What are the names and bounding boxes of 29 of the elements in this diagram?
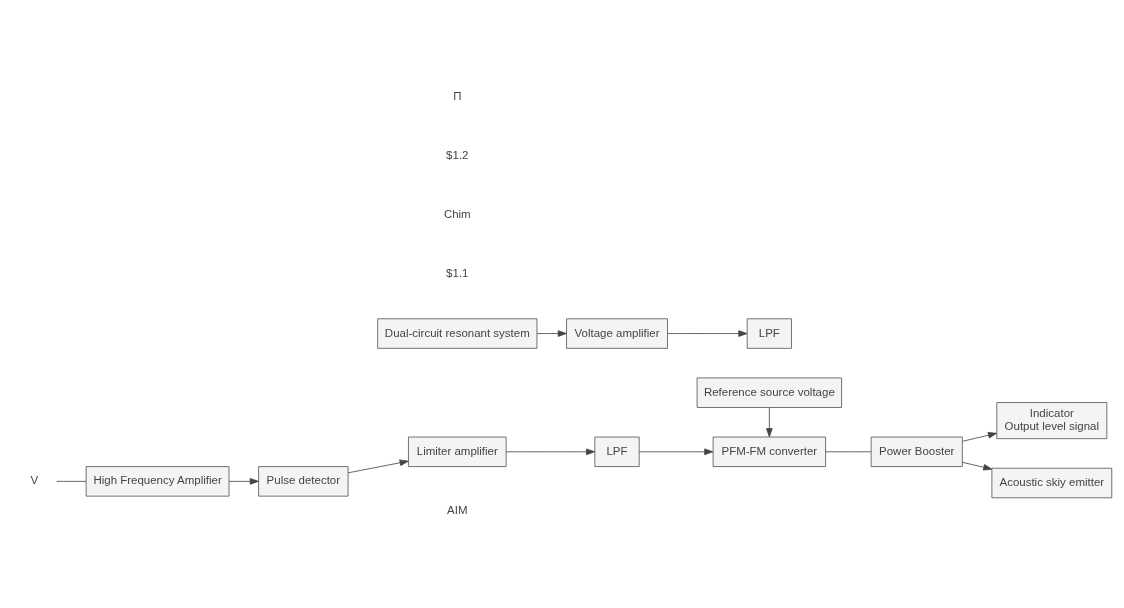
label: $1.2: [446, 149, 469, 162]
arrow: [505, 448, 596, 456]
arrow: [639, 448, 714, 456]
node-box: LPF: [594, 436, 640, 467]
arrow: [961, 461, 993, 471]
arrow: [766, 407, 773, 438]
arrow: [961, 432, 997, 442]
label: AIM: [447, 503, 468, 516]
node-box: Reference source voltage: [696, 377, 842, 408]
node-box: Voltage amplifier: [566, 318, 668, 349]
arrow: [347, 459, 409, 474]
label: $1.1: [446, 267, 469, 280]
node-box: Limiter amplifier: [408, 436, 507, 467]
connector: [825, 451, 872, 453]
arrow: [228, 478, 259, 485]
arrow: [667, 330, 748, 337]
node-box: PFM-FM converter: [712, 436, 826, 467]
node-text: V: [30, 474, 39, 487]
node-box: LPF: [746, 318, 792, 349]
node-box: High Frequency Amplifier: [85, 466, 230, 497]
connector: [56, 480, 87, 482]
arrow: [536, 330, 567, 337]
node-box: Acoustic skiy emitter: [991, 467, 1113, 499]
label: П: [453, 90, 462, 103]
node-box: Power Booster: [870, 436, 963, 467]
node-box: Dual-circuit resonant system: [377, 318, 538, 349]
node-box: Indicator Output level signal: [996, 402, 1108, 440]
label: Chim: [443, 208, 471, 221]
node-box: Pulse detector: [258, 466, 349, 497]
